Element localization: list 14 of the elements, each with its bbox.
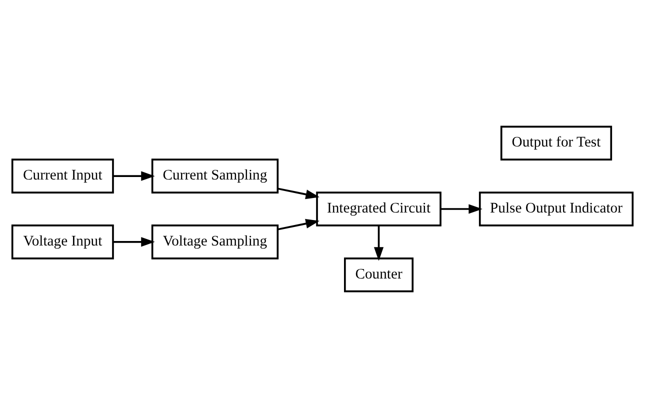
arrow — [113, 237, 155, 247]
arrow — [113, 171, 155, 181]
node-box: Voltage Sampling — [151, 224, 279, 260]
arrow — [278, 188, 320, 200]
node-box: Counter — [344, 257, 414, 292]
node-box: Current Sampling — [151, 158, 279, 194]
arrow — [278, 218, 320, 230]
node-box: Voltage Input — [11, 224, 114, 260]
arrow — [440, 204, 482, 214]
arrow — [374, 226, 384, 261]
node-box: Current Input — [11, 158, 114, 194]
node-box: Integrated Circuit — [316, 192, 442, 226]
node-box: Pulse Output Indicator — [478, 192, 634, 226]
node-box: Output for Test — [500, 126, 612, 160]
